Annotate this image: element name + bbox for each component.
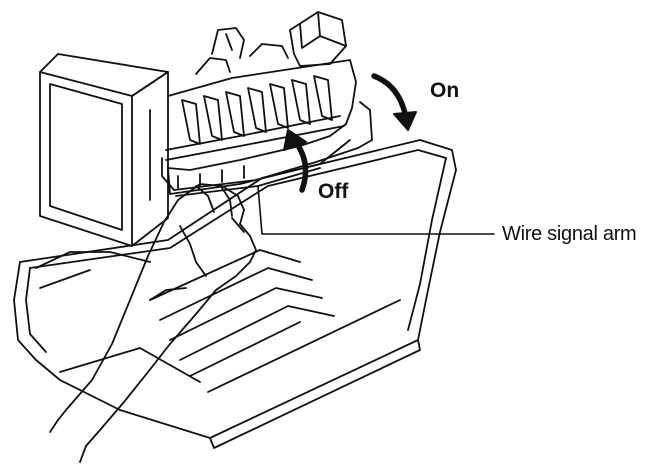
hand-illustration <box>49 183 257 463</box>
wire-signal-arm-leader <box>257 185 495 235</box>
wire-signal-arm-label: Wire signal arm <box>502 223 637 245</box>
off-label: Off <box>318 180 349 203</box>
control-housing <box>39 53 169 247</box>
ice-mold <box>165 11 357 195</box>
on-label: On <box>430 79 460 102</box>
off-arrow-icon <box>283 129 309 193</box>
on-arrow-icon <box>371 73 417 131</box>
ice-bin <box>13 139 457 449</box>
